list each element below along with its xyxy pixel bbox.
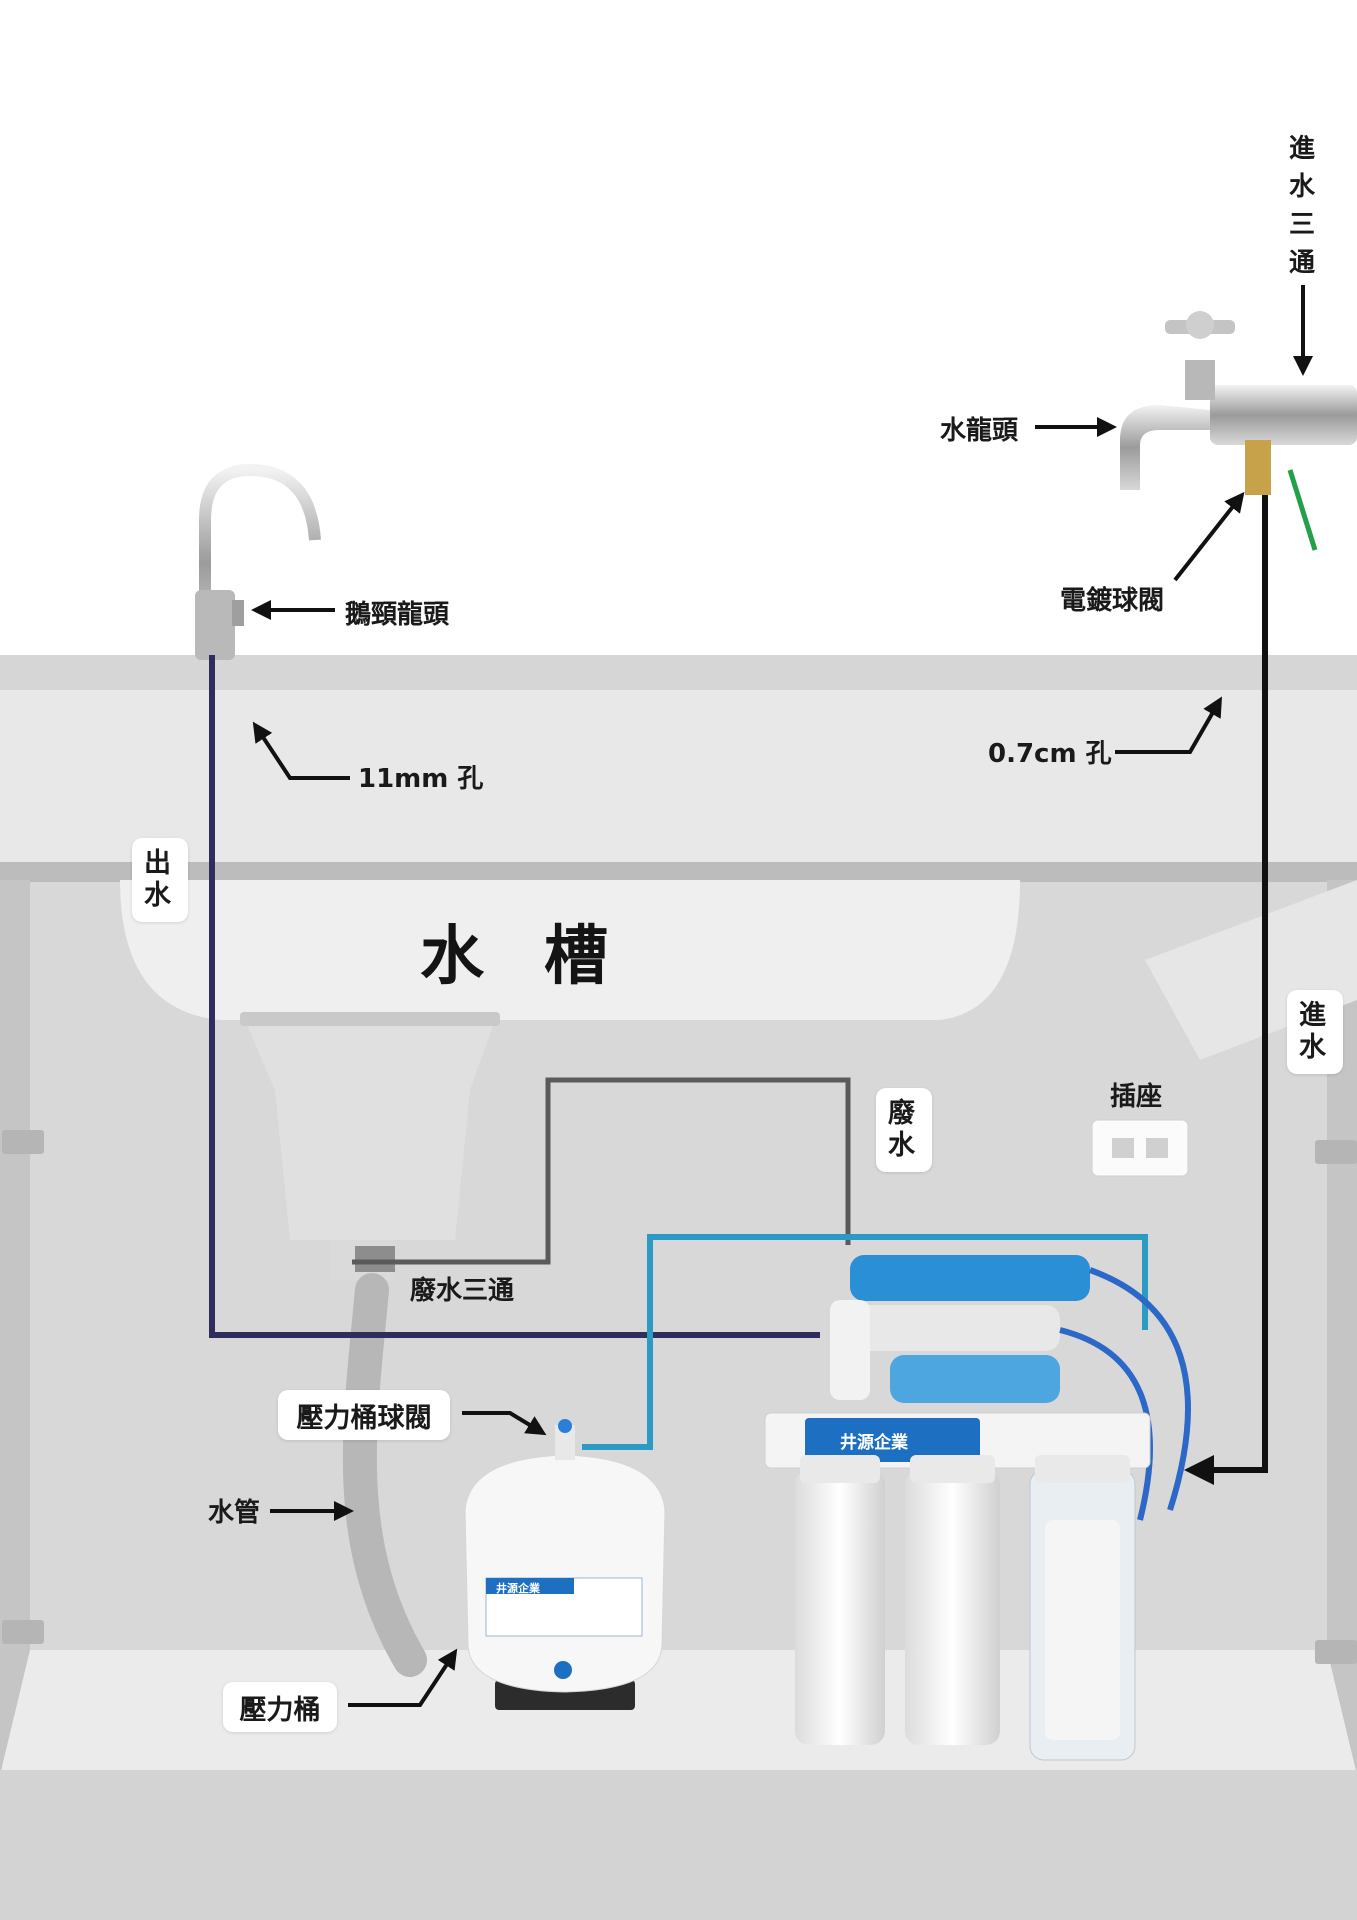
arrow-ball-valve: [1173, 491, 1245, 582]
label-gooseneck-faucet: 鵝頸龍頭: [345, 600, 450, 630]
sink-bowl: [120, 880, 1020, 1280]
ro-filter-unit: [764, 1255, 1191, 1761]
tank-line: [582, 1234, 1148, 1450]
label-socket: 插座: [1110, 1082, 1163, 1112]
gooseneck-faucet: [195, 463, 321, 660]
wall-tap: [1120, 311, 1357, 551]
waste-water-line: [352, 1077, 851, 1265]
label-sink: 水槽: [420, 919, 668, 994]
label-ball-valve: 電鍍球閥: [1060, 586, 1165, 616]
tag-outlet: 出水: [132, 838, 188, 922]
label-inlet-tee: 進水三通: [1288, 134, 1315, 278]
arrow-tank-valve: [462, 1411, 547, 1436]
drain-hose: [342, 1273, 427, 1677]
label-hose: 水管: [208, 1498, 261, 1528]
cabinet: [0, 655, 1357, 1920]
wall-socket: [1091, 1119, 1189, 1177]
tag-tank-valve: 壓力桶球閥: [278, 1390, 450, 1440]
unit-brand-label: 井源企業: [840, 1433, 908, 1453]
tag-water-in: 進水: [1287, 990, 1343, 1074]
label-faucet: 水龍頭: [940, 416, 1019, 446]
arrow-07cm: [1115, 696, 1222, 754]
tank-brand-label: 井源企業: [496, 1582, 540, 1595]
arrow-11mm: [252, 721, 350, 780]
outlet-line: [209, 655, 820, 1338]
label-hole-07cm: 0.7cm 孔: [988, 739, 1112, 769]
label-waste-tee: 廢水三通: [410, 1276, 515, 1306]
inlet-line: [1184, 495, 1268, 1485]
arrow-pressure-tank: [348, 1648, 458, 1707]
pressure-tank: [464, 1419, 666, 1710]
tag-waste-water: 廢水: [876, 1088, 932, 1172]
tag-pressure-tank: 壓力桶: [223, 1682, 337, 1732]
label-hole-11mm: 11mm 孔: [358, 764, 484, 794]
annotation-arrows: [251, 285, 1313, 1707]
